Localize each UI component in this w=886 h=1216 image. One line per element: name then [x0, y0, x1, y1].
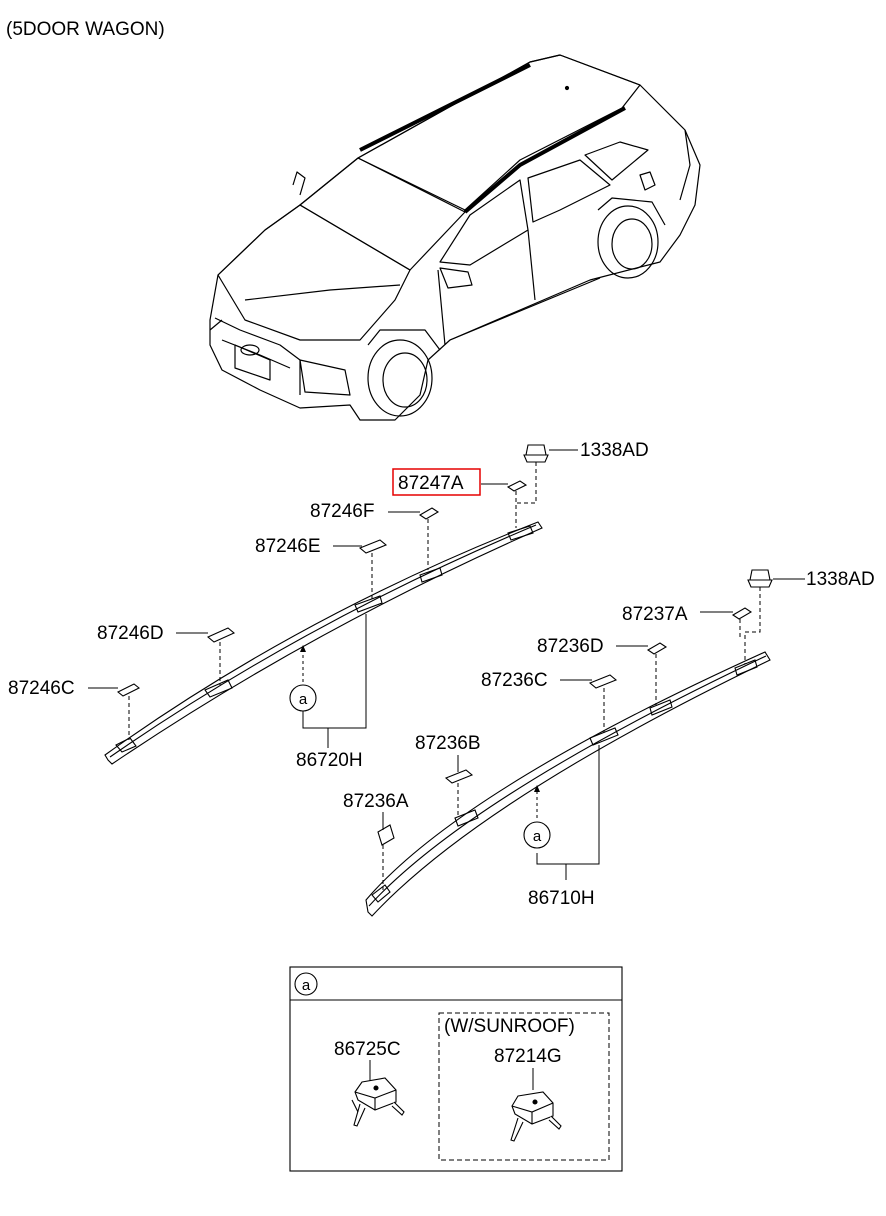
clip-87214g-drawing: [510, 1091, 562, 1142]
highlight-box: [392, 468, 481, 496]
diagram-title: (5DOOR WAGON): [6, 19, 165, 40]
clips-upper: [116, 444, 549, 697]
label-87246e: 87246E: [255, 536, 321, 557]
label-86710h: 86710H: [528, 888, 595, 909]
roof-rack-lower: [365, 651, 771, 917]
sunroof-option-box: [438, 1012, 610, 1161]
label-87246d: 87246D: [97, 623, 164, 644]
label-86720h: 86720H: [296, 750, 363, 771]
label-87236b: 87236B: [415, 733, 481, 754]
detail-marker: a: [302, 977, 311, 994]
label-87236a: 87236A: [343, 791, 409, 812]
label-87246f: 87246F: [310, 501, 374, 522]
label-87214g: 87214G: [494, 1046, 562, 1067]
label-87236d: 87236D: [537, 636, 604, 657]
car-illustration: [209, 54, 701, 421]
nut-1338ad-upper: [525, 444, 547, 456]
label-87247a: 87247A: [398, 473, 464, 494]
callout-labels: 1338AD 87247A 87246F 87246E 87246D 87246…: [8, 440, 875, 909]
marker-a-upper: a: [289, 645, 317, 712]
label-1338ad-lower: 1338AD: [806, 569, 875, 590]
label-86725c: 86725C: [334, 1039, 401, 1060]
label-w-sunroof: (W/SUNROOF): [444, 1016, 575, 1037]
leader-lines: [88, 449, 805, 890]
nut-1338ad-lower: [749, 569, 771, 581]
label-1338ad-upper: 1338AD: [580, 440, 649, 461]
label-87246c: 87246C: [8, 678, 75, 699]
svg-text:a: a: [533, 828, 542, 845]
label-87237a: 87237A: [622, 604, 688, 625]
marker-a-lower: a: [523, 785, 551, 849]
detail-box: a 86725C (W/SUNROOF) 87214G: [289, 966, 623, 1172]
clip-86725c-drawing: [351, 1077, 405, 1127]
label-87236c: 87236C: [481, 670, 548, 691]
clips-lower: [377, 569, 773, 846]
svg-text:a: a: [299, 691, 308, 708]
